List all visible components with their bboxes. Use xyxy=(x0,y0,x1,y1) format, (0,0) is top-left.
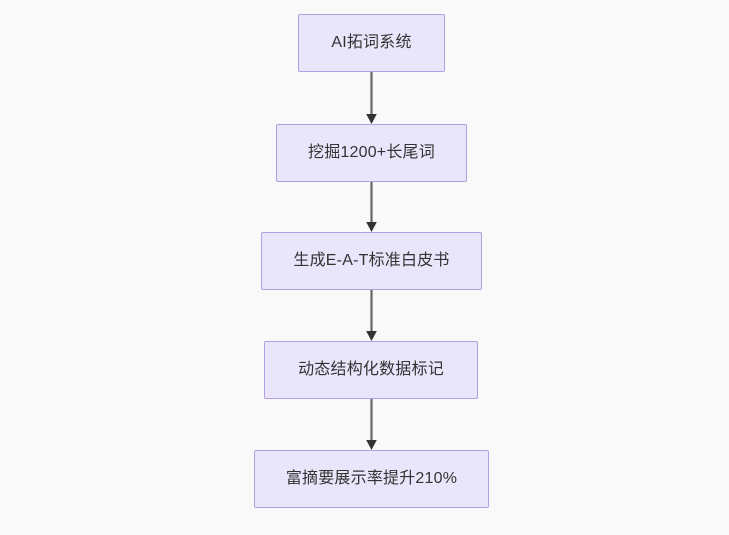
flow-node-mine-longtail-keywords[interactable]: 挖掘1200+长尾词 xyxy=(276,124,467,182)
edge-n2-n3 xyxy=(363,182,380,233)
flow-node-label: 生成E-A-T标准白皮书 xyxy=(293,252,450,270)
edge-n2-n3-arrow xyxy=(366,182,377,232)
edge-n3-n4-arrow xyxy=(366,290,377,341)
flow-node-dynamic-structured-data-markup[interactable]: 动态结构化数据标记 xyxy=(264,341,478,399)
edge-n4-n5-arrow xyxy=(366,399,377,450)
flow-node-label: 动态结构化数据标记 xyxy=(298,361,444,379)
flow-node-label: 富摘要展示率提升210% xyxy=(285,470,458,488)
edge-n3-n4 xyxy=(363,290,380,342)
edge-n4-n5 xyxy=(363,399,380,451)
flow-node-label: 挖掘1200+长尾词 xyxy=(308,144,435,162)
edge-n1-n2 xyxy=(363,72,380,125)
edge-n1-n2-arrow xyxy=(366,72,377,124)
flow-node-ai-keyword-system[interactable]: AI拓词系统 xyxy=(298,14,445,72)
flow-node-label: AI拓词系统 xyxy=(331,34,412,52)
flow-node-generate-eat-whitepaper[interactable]: 生成E-A-T标准白皮书 xyxy=(261,232,482,290)
flow-node-rich-snippet-impression-lift[interactable]: 富摘要展示率提升210% xyxy=(254,450,489,508)
